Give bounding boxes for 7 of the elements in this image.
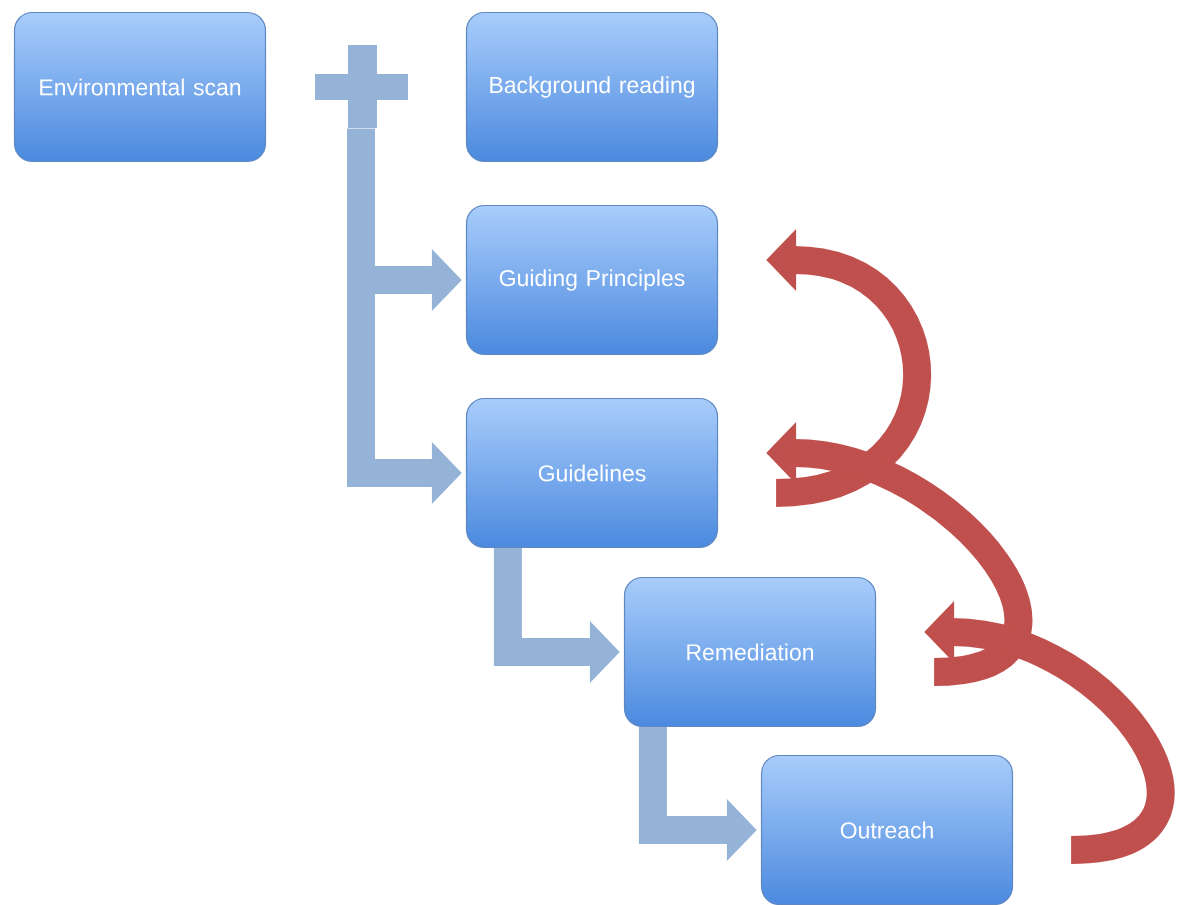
- process-box: Outreach: [760, 754, 1014, 905]
- process-box: Guiding Principles: [465, 204, 719, 356]
- process-box: Background reading: [465, 11, 719, 163]
- process-box: Environmental scan: [13, 11, 267, 163]
- process-box: Guidelines: [465, 397, 719, 549]
- plus-sign: [315, 45, 408, 128]
- process-box: Remediation: [623, 576, 877, 728]
